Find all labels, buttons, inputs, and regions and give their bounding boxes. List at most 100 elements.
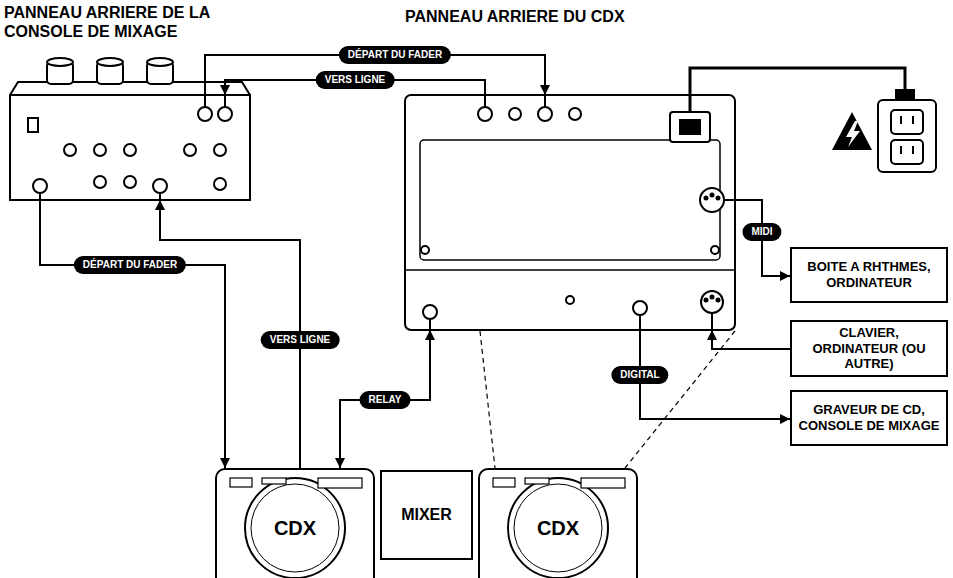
power-cord [690,68,905,112]
wall-outlet [878,100,936,172]
mixer-rear-panel [10,82,250,95]
cdx-rear-panel: PANNEAU ARRIERE DU CDX [405,95,735,330]
mixer-rear-panel [10,58,250,200]
power-cord [690,68,905,112]
jack-wire [711,313,713,330]
rca-jack [538,107,552,121]
rca-jack [633,301,647,315]
cable [340,330,430,468]
mixer-knob [47,58,173,84]
cdx-unit-detail [525,478,549,484]
mixer-rear-panel [10,95,250,200]
power-socket [670,112,710,142]
cdx-rear-panel [405,95,735,330]
midi-din-socket [701,291,723,313]
cdx-unit-detail [262,478,286,484]
midi-din-socket [711,296,714,299]
panel-heading: PANNEAU ARRIERE DU CDX [405,7,725,26]
rca-jack [64,144,76,156]
cable-label-text: DÉPART DU FADER [348,49,442,60]
rca-jack [124,144,136,156]
cable-label: DÉPART DU FADER [74,256,186,274]
node-text: CDX [480,516,636,540]
cdx-player: CDX [215,468,375,578]
mixer-knob [147,58,173,66]
screw-hole [566,296,574,304]
rca-jack [28,107,232,193]
midi-din-socket [717,197,720,200]
cdx-unit-detail [230,478,252,487]
device-box: BOITE A RHTHMES, ORDINATEUR [790,247,948,303]
screw-hole [421,246,719,304]
mixer-knob [47,58,73,66]
midi-din-socket [700,188,724,313]
jack-wire [484,95,486,107]
midi-din-socket [705,299,708,302]
midi-din-socket [700,188,724,212]
cable [735,200,790,276]
cable-label-text: VERS LIGNE [325,74,386,85]
jack-wire [159,193,161,200]
jack-wire [724,199,735,201]
power-socket [680,120,700,134]
leader-line [480,331,735,468]
rca-jack [184,144,196,156]
cdx-rear-panel [420,140,720,260]
jack-wire [39,193,41,200]
cable-label-text: MIDI [751,226,772,237]
cable [712,330,790,349]
wall-outlet [878,90,936,172]
jack-wire [224,95,226,107]
jack-wire [40,95,225,200]
jack-wire [429,319,431,330]
rca-jack [94,144,106,156]
cable-label-text: VERS LIGNE [270,334,331,345]
wall-outlet [891,140,923,164]
midi-din-socket [711,194,714,197]
cable-label: VERS LIGNE [261,331,340,349]
leader-line [480,331,495,468]
node-text: MIXER [401,506,452,524]
node-text: GRAVEUR DE CD, CONSOLE DE MIXAGE [798,402,940,433]
cdx-unit-detail [493,478,515,487]
node-text: BOITE A RHTHMES, ORDINATEUR [798,259,940,290]
cable-label: VERS LIGNE [316,71,395,89]
wall-outlet [900,146,902,154]
rca-jack [218,107,232,121]
leader-line [625,331,735,468]
power-socket [670,112,710,142]
mixer-knob [97,58,123,66]
screw-hole [421,246,429,254]
rca-jack [94,176,106,188]
midi-din-socket [717,299,720,302]
screw-hole [711,246,719,254]
node-text: CDX [217,516,373,540]
cable-label-text: DÉPART DU FADER [83,259,177,270]
mixer-box: MIXER [380,470,473,560]
wall-outlet [912,116,914,124]
rca-jack [214,144,226,156]
rca-jack [153,179,167,193]
rca-jack [198,107,212,121]
mixer-rear-panel: PANNEAU ARRIERE DE LA CONSOLE DE MIXAGE [10,95,250,200]
wall-outlet [900,116,902,124]
wall-outlet [891,110,923,134]
rca-jack [478,107,492,121]
warning-triangle [832,112,872,150]
cdx-unit-detail [318,478,362,488]
rca-jack [423,107,647,319]
cable-label-text: RELAY [369,394,402,405]
cable-label: DÉPART DU FADER [339,46,451,64]
rca-jack [569,108,581,120]
rca-jack [33,179,47,193]
rca-jack [124,176,136,188]
rca-jack [214,178,226,190]
jack-wire [430,95,735,330]
wall-outlet [912,146,914,154]
cdx-unit-detail [581,478,625,488]
cable-label: MIDI [742,223,781,241]
midi-din-socket [705,197,708,200]
panel-heading: PANNEAU ARRIERE DE LA CONSOLE DE MIXAGE [4,3,244,41]
jack-wire [204,95,206,107]
warning-triangle [846,121,860,147]
